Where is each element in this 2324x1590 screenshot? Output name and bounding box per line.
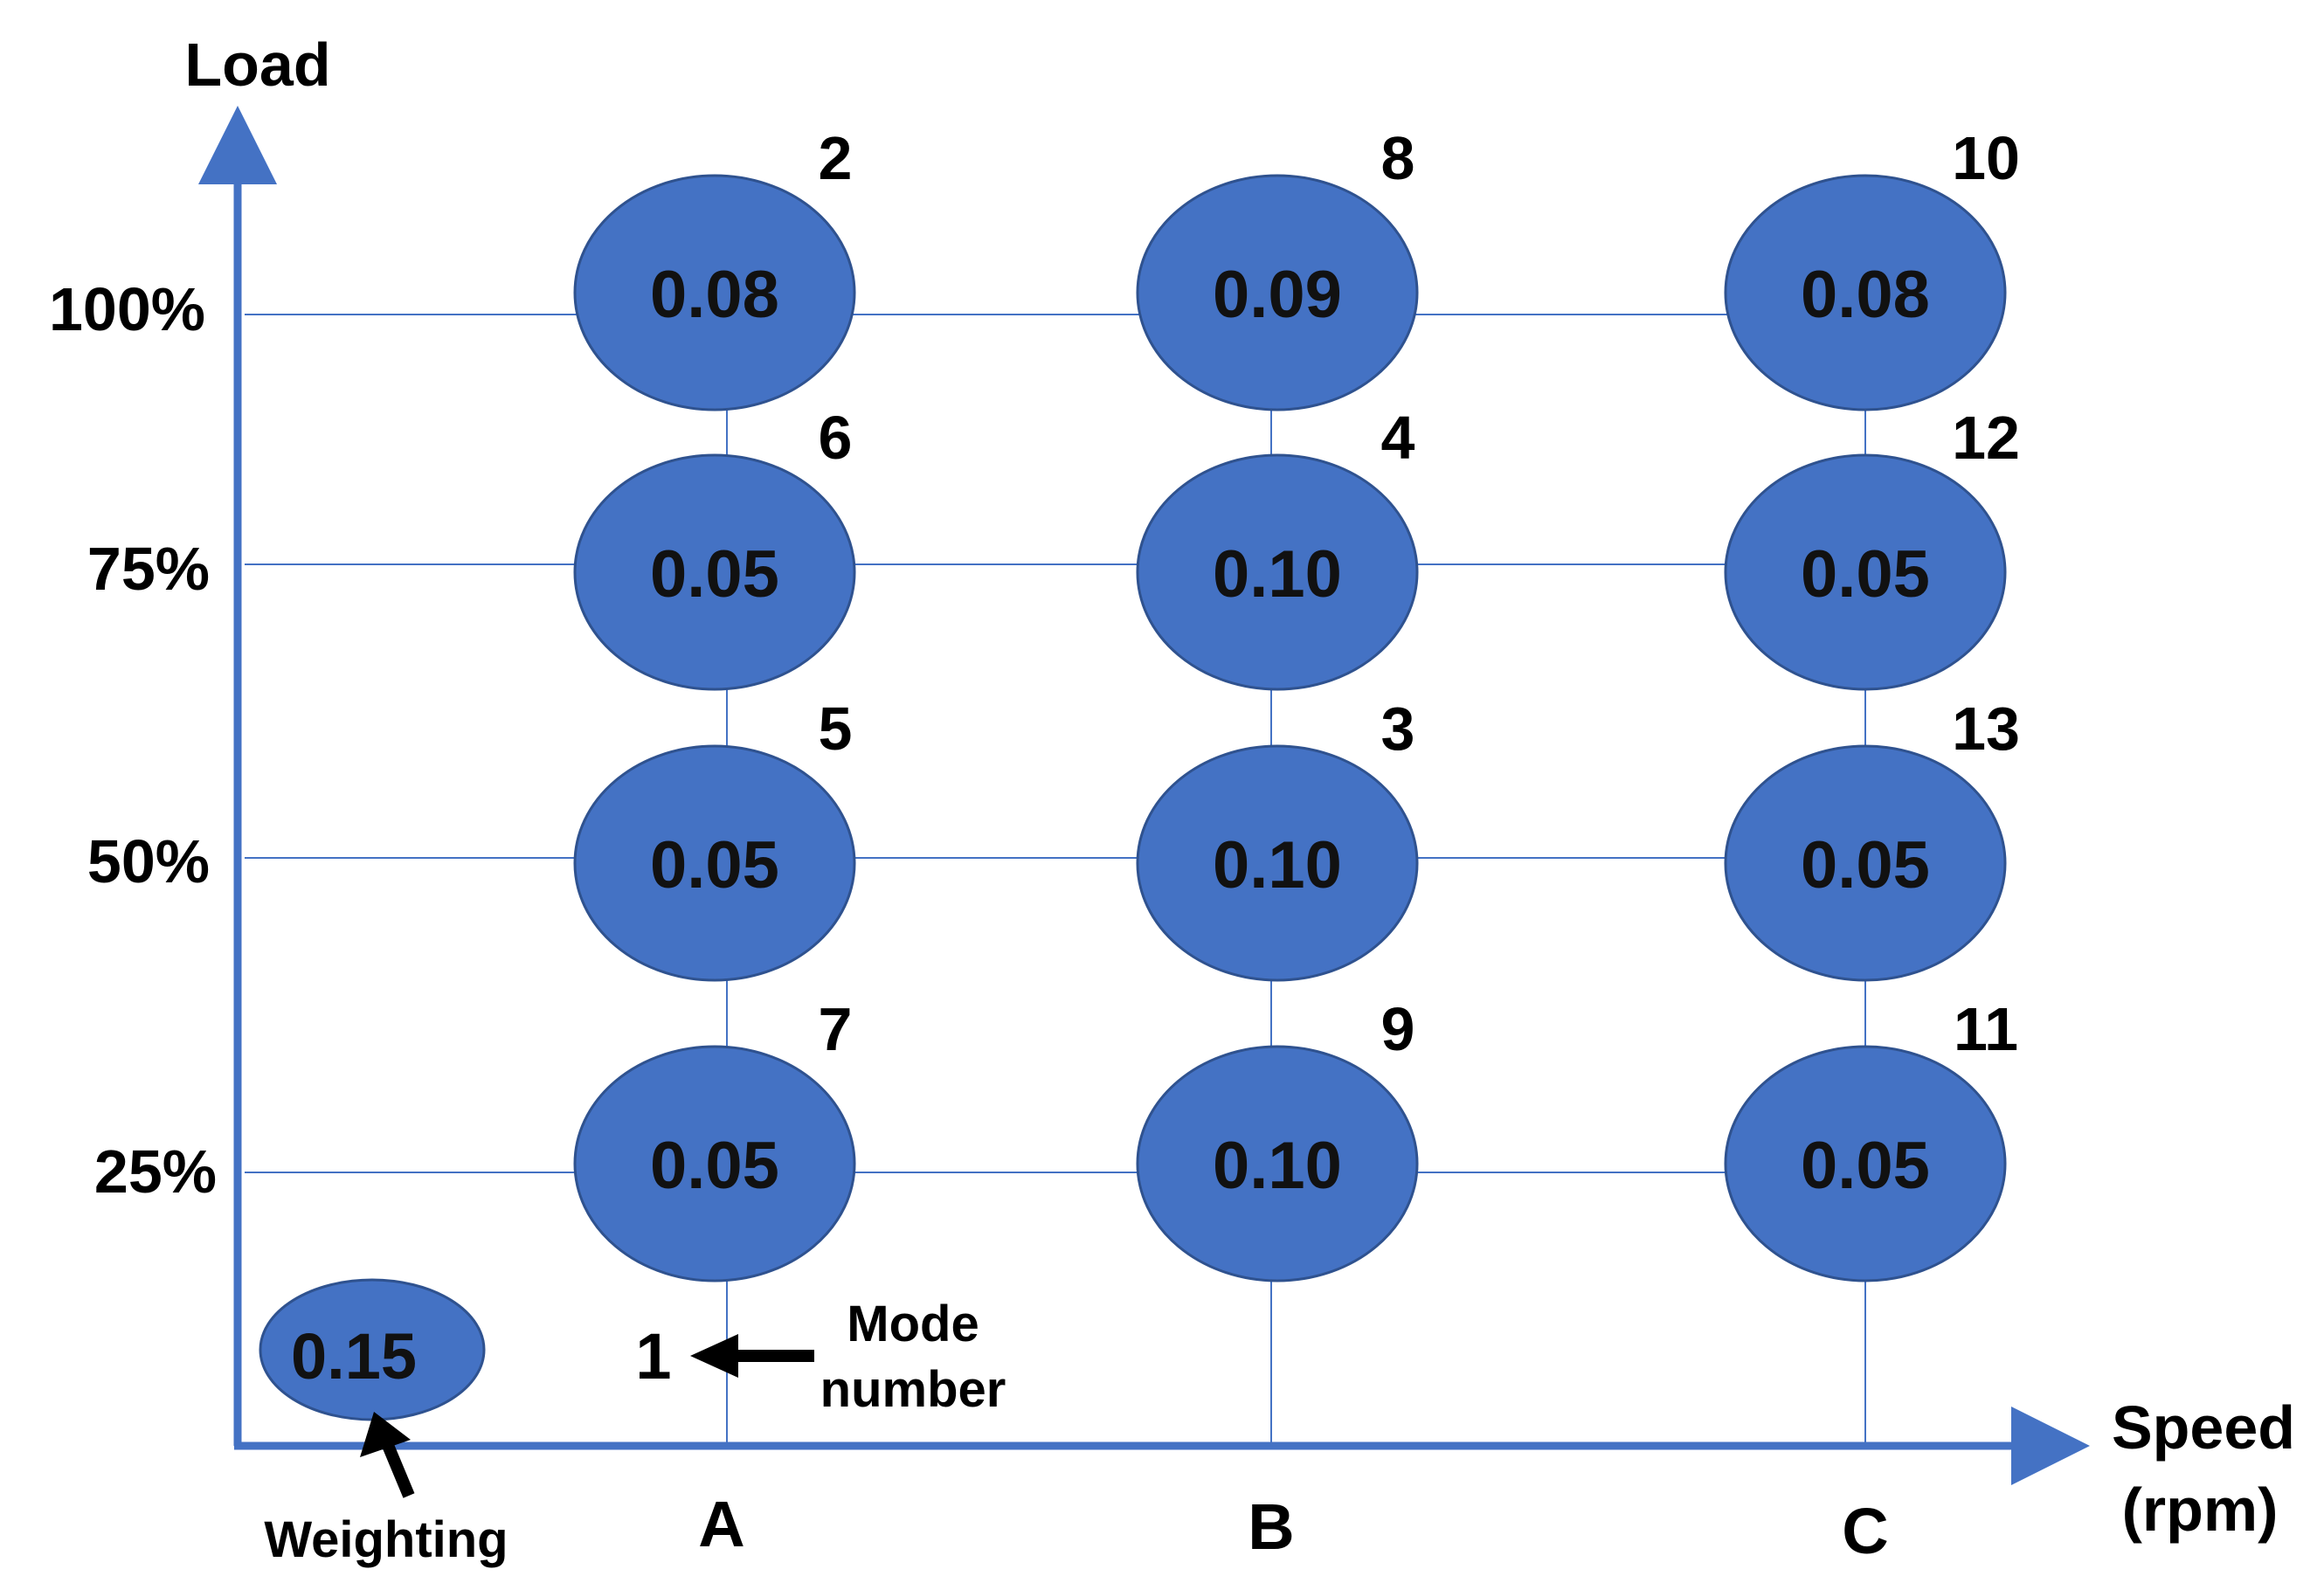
mode-ellipse <box>573 744 856 982</box>
mode-number: 12 <box>1952 404 2020 472</box>
mode-ellipse <box>1136 1045 1419 1282</box>
mode-weight: 0.05 <box>1801 537 1930 612</box>
mode-ellipse <box>1136 744 1419 982</box>
mode-weight: 0.10 <box>1213 537 1342 612</box>
mode-ellipse <box>573 174 856 411</box>
y-axis-title: Load <box>184 31 330 99</box>
mode-7: 0.05 7 <box>573 995 856 1282</box>
mode-3: 0.10 3 <box>1136 695 1419 982</box>
y-tick-50: 50% <box>87 827 210 895</box>
y-tick-75: 75% <box>87 535 210 603</box>
mode-ellipse <box>1136 174 1419 411</box>
mode-number: 3 <box>1381 695 1415 763</box>
idle-weight: 0.15 <box>291 1320 417 1393</box>
idle-mode: 0.15 <box>259 1278 486 1421</box>
mode-number-1: 1 <box>635 1320 671 1393</box>
mode-ellipse <box>1724 1045 2007 1282</box>
mode-weight: 0.05 <box>650 828 779 902</box>
mode-ellipse <box>573 453 856 691</box>
weighting-arrow-head <box>360 1412 411 1457</box>
x-axis-title-speed: Speed <box>2112 1393 2295 1462</box>
mode-weight: 0.10 <box>1213 1129 1342 1203</box>
mode-6: 0.05 6 <box>573 404 856 691</box>
mode-ellipse <box>1136 453 1419 691</box>
mode-number-callout: 1 Mode number <box>635 1296 1006 1418</box>
mode-weight: 0.08 <box>650 258 779 332</box>
mode-weight: 0.05 <box>650 537 779 612</box>
mode-number: 2 <box>819 124 853 192</box>
mode-10: 0.08 10 <box>1724 124 2020 411</box>
mode-weight: 0.10 <box>1213 828 1342 902</box>
mode-ellipse <box>573 1045 856 1282</box>
mode-ellipse <box>1724 174 2007 411</box>
mode-12: 0.05 12 <box>1724 404 2020 691</box>
mode-number: 4 <box>1381 404 1415 472</box>
mode-weight: 0.05 <box>1801 1129 1930 1203</box>
mode-ellipse <box>1724 453 2007 691</box>
y-tick-100: 100% <box>49 275 205 343</box>
mode-4: 0.10 4 <box>1136 404 1419 691</box>
mode-number: 6 <box>819 404 853 472</box>
mode-weight: 0.09 <box>1213 258 1342 332</box>
mode-9: 0.10 9 <box>1136 995 1419 1282</box>
mode-arrow-head <box>690 1334 738 1378</box>
mode-weight: 0.05 <box>650 1129 779 1203</box>
weighting-caption: Weighting <box>264 1511 508 1568</box>
x-tick-a: A <box>698 1488 744 1560</box>
weighting-callout: Weighting <box>264 1412 508 1568</box>
mode-5: 0.05 5 <box>573 695 856 982</box>
x-tick-c: C <box>1842 1495 1888 1567</box>
mode-number: 5 <box>819 695 853 763</box>
mode-number: 7 <box>819 995 853 1063</box>
mode-number: 8 <box>1381 124 1415 192</box>
mode-number: 10 <box>1952 124 2020 192</box>
weighting-arrow-shaft <box>381 1441 415 1498</box>
mode-number: 11 <box>1954 995 2018 1063</box>
x-tick-b: B <box>1248 1490 1294 1563</box>
mode-number: 9 <box>1381 995 1415 1063</box>
mode-points: 0.08 2 0.05 6 0.05 5 0.05 7 0.09 8 0.10 4 0.10 3 0.10 9… <box>573 124 2020 1282</box>
mode-caption-line2: number <box>820 1361 1006 1418</box>
mode-2: 0.08 2 <box>573 124 856 411</box>
load-gridlines <box>245 314 1865 1173</box>
y-tick-25: 25% <box>94 1137 217 1206</box>
mode-11: 0.05 11 <box>1724 995 2018 1282</box>
mode-weight: 0.05 <box>1801 828 1930 902</box>
mode-13: 0.05 13 <box>1724 695 2020 982</box>
mode-8: 0.09 8 <box>1136 124 1419 411</box>
mode-number: 13 <box>1952 695 2020 763</box>
mode-caption-line1: Mode <box>847 1296 979 1352</box>
mode-weight: 0.08 <box>1801 258 1930 332</box>
mode-ellipse <box>1724 744 2007 982</box>
x-axis-title-rpm: (rpm) <box>2122 1476 2279 1544</box>
